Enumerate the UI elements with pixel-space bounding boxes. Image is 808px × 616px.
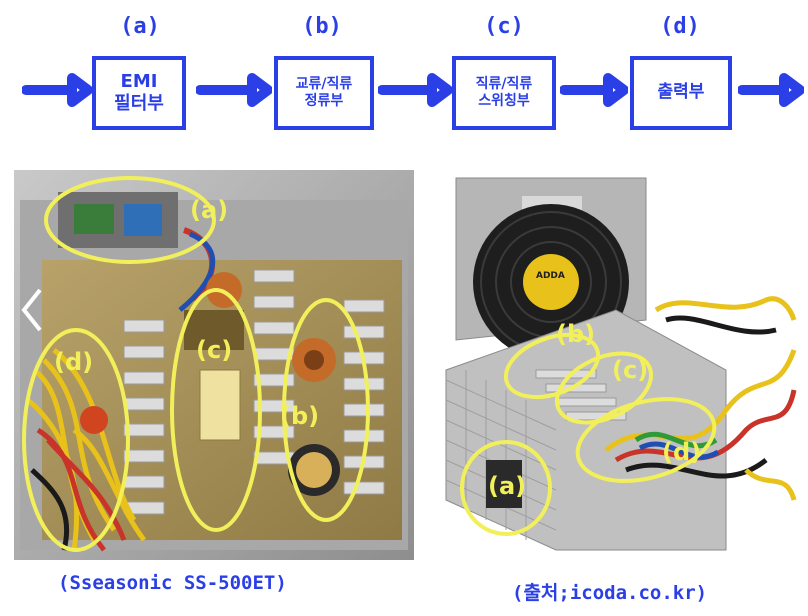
signal-flow-diagram: (a) (b) (c) (d) EMI 필터부 교류/직류 정류부 직류/직류 … [0, 0, 808, 150]
marker-b: (b) [280, 402, 319, 430]
marker-d-right: (d) [662, 438, 701, 466]
marker-a: (a) [190, 196, 228, 224]
ellipse-d [22, 328, 130, 552]
marker-b-right: (b) [556, 320, 595, 348]
stage-c-label: 직류/직류 스위칭부 [475, 75, 533, 110]
chevron-left-icon [21, 288, 42, 332]
stage-d-box: 출력부 [630, 56, 732, 130]
left-psu-illustration: (a) (b) (c) (d) [14, 170, 414, 560]
ellipse-b-right [503, 332, 601, 400]
stage-c-letter: (c) [484, 14, 524, 39]
ellipse-b [282, 298, 370, 522]
stage-c-box: 직류/직류 스위칭부 [452, 56, 556, 130]
left-caption: (Sseasonic SS-500ET) [58, 572, 287, 594]
arrow-c-d-icon [560, 73, 628, 107]
marker-d: (d) [54, 348, 93, 376]
arrow-b-c-icon [378, 73, 452, 107]
right-caption: (출처;icoda.co.kr) [512, 582, 708, 604]
marker-c: (c) [196, 336, 232, 364]
stage-b-label: 교류/직류 정류부 [295, 75, 353, 110]
marker-a-right: (a) [488, 472, 526, 500]
arrow-in-icon [22, 73, 92, 107]
fan-brand-label: ADDA [536, 271, 565, 281]
stage-a-label: EMI 필터부 [114, 70, 164, 115]
ellipse-d-right [575, 397, 717, 483]
left-psu-photo: (a) (b) (c) (d) [14, 170, 414, 560]
right-wire-bundle [604, 296, 797, 501]
power-socket [486, 460, 522, 508]
ellipse-c [170, 288, 262, 532]
stage-b-box: 교류/직류 정류부 [274, 56, 374, 130]
ellipse-a-right [460, 440, 552, 536]
arrow-a-b-icon [196, 73, 272, 107]
ellipse-c-right [554, 351, 654, 425]
marker-c-right: (c) [612, 356, 648, 384]
stage-a-letter: (a) [120, 14, 160, 39]
stage-d-letter: (d) [660, 14, 700, 39]
stage-a-box: EMI 필터부 [92, 56, 186, 130]
right-psu-illustration: ADDA [426, 170, 798, 560]
stage-d-label: 출력부 [657, 82, 705, 103]
right-psu-photo: ADDA [426, 170, 798, 560]
arrow-out-icon [738, 73, 804, 107]
ellipse-a [44, 176, 216, 264]
stage-b-letter: (b) [302, 14, 342, 39]
